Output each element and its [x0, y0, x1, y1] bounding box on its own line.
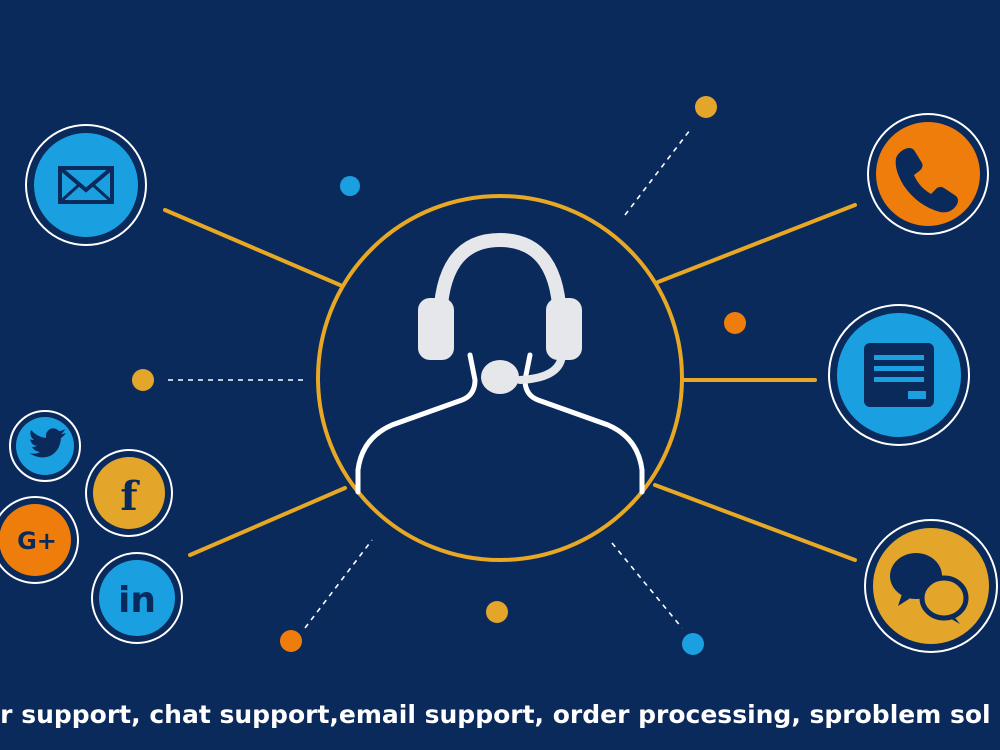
dot-blue-bottom-right	[682, 633, 704, 655]
document-icon[interactable]	[828, 304, 970, 446]
dot-orange-right	[724, 312, 746, 334]
dot-blue-top-left	[340, 176, 360, 196]
facebook-label: f	[120, 473, 140, 520]
linkedin-icon[interactable]: in	[91, 552, 183, 644]
services-caption: omer support, chat support,email support…	[0, 700, 991, 729]
dotted-lines	[168, 129, 691, 629]
dotted-line-bottom-right	[611, 542, 683, 629]
dot-gold-top-right	[695, 96, 717, 118]
google-plus-label: G+	[17, 527, 57, 555]
decorative-dots	[132, 96, 746, 655]
email-icon[interactable]	[25, 124, 147, 246]
twitter-icon[interactable]	[9, 410, 81, 482]
connector-line-chat	[653, 483, 857, 562]
dot-gold-left	[132, 369, 154, 391]
connector-line-phone	[656, 203, 857, 284]
connector-line-social	[188, 486, 347, 557]
dot-gold-bottom	[486, 601, 508, 623]
dotted-line-top-right	[624, 129, 691, 216]
phone-icon[interactable]	[867, 113, 989, 235]
dotted-line-bottom-left	[304, 539, 373, 629]
connector-lines	[163, 203, 857, 562]
connector-line-email	[163, 208, 342, 287]
dot-orange-bottom-left	[280, 630, 302, 652]
chat-bubbles-icon[interactable]	[864, 519, 998, 653]
headset-agent-icon	[316, 194, 684, 562]
linkedin-label: in	[118, 580, 156, 621]
facebook-icon[interactable]: f	[85, 449, 173, 537]
google-plus-icon[interactable]: G+	[0, 496, 79, 584]
